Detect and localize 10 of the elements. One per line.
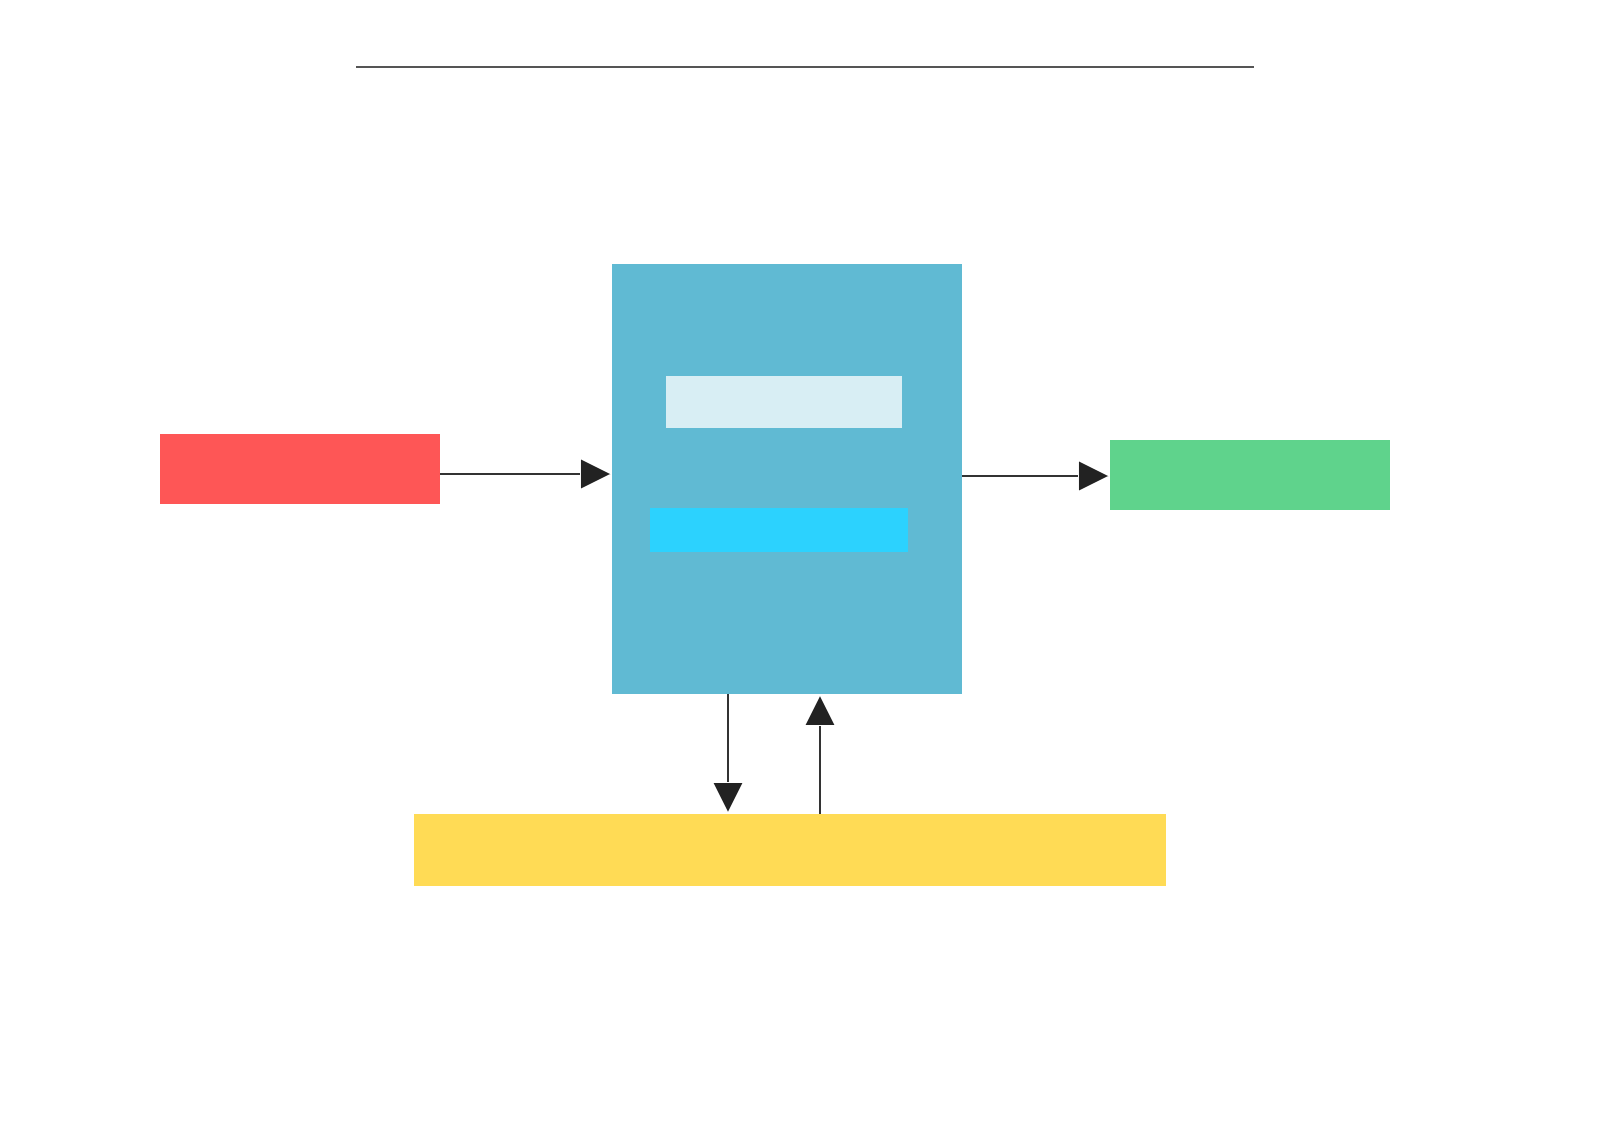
process-box — [650, 508, 908, 552]
process-box — [612, 264, 962, 694]
arrow — [711, 693, 745, 815]
arrow — [803, 693, 837, 815]
process-box — [414, 814, 1166, 886]
process-box — [1110, 440, 1390, 510]
arrow — [439, 457, 613, 491]
process-box — [160, 434, 440, 504]
arrow — [961, 459, 1111, 493]
process-box — [666, 376, 902, 428]
